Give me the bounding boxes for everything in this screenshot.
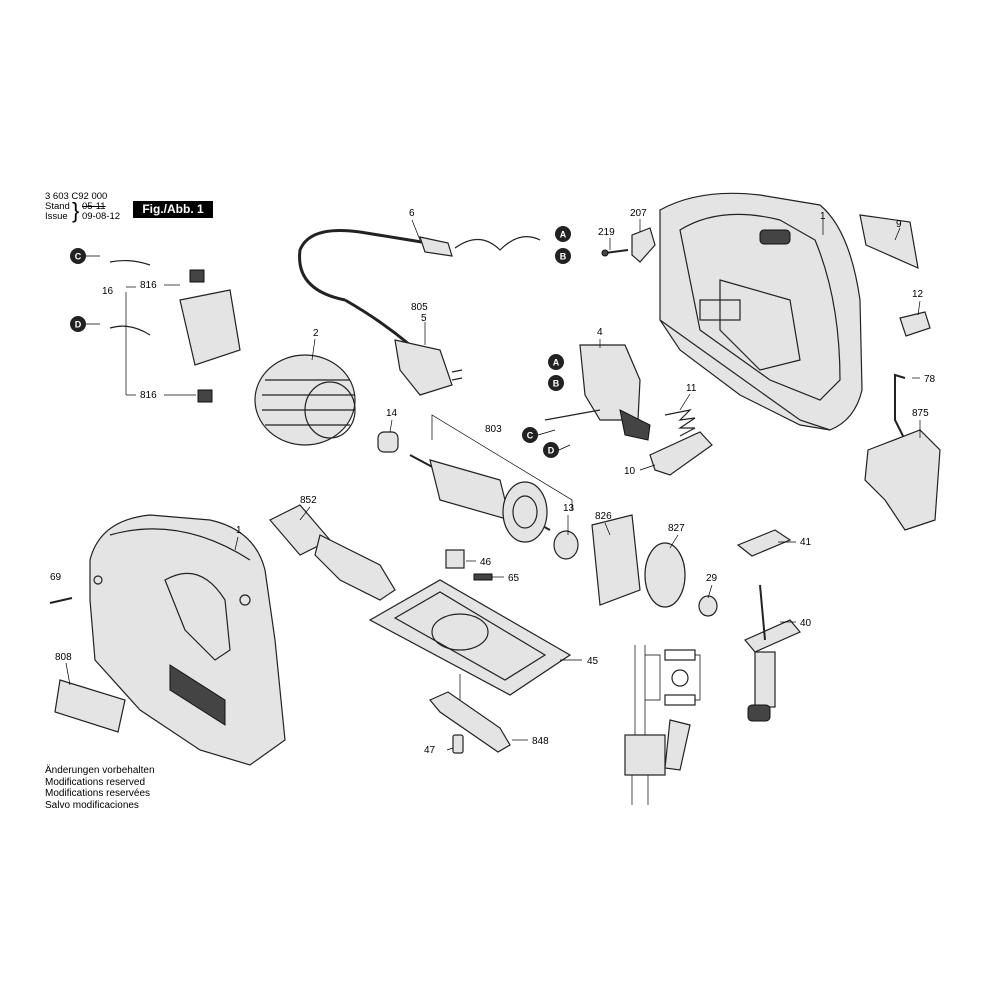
housing-half-drawing [659, 192, 863, 431]
part-label-805: 805 [411, 302, 428, 313]
screw-69-drawing [49, 597, 73, 604]
part-label-803: 803 [485, 424, 502, 435]
part-label-13: 13 [563, 503, 575, 514]
part-label-816b: 816 [140, 390, 157, 401]
part-label-16: 16 [102, 286, 114, 297]
svg-text:C: C [527, 431, 534, 441]
part-label-808: 808 [55, 652, 72, 663]
power-cable-drawing [298, 228, 541, 396]
dust-extraction-tube-drawing [269, 504, 396, 601]
part-label-4: 4 [597, 327, 603, 338]
note-en: Modifications reserved [45, 776, 146, 788]
part-label-47: 47 [424, 745, 436, 756]
label-808-drawing [54, 679, 126, 733]
stand-label: Stand [45, 201, 70, 212]
brace-symbol: } [72, 198, 80, 223]
connector-c-switch: C [522, 427, 538, 443]
bearing-13-drawing [553, 530, 579, 560]
svg-text:A: A [553, 358, 560, 368]
label-plate-drawing [859, 214, 919, 270]
base-plate-drawing [368, 579, 572, 696]
figure-label: Fig./Abb. 1 [133, 201, 213, 218]
bearing-14-drawing [377, 431, 399, 453]
part-label-46: 46 [480, 557, 492, 568]
svg-text:B: B [553, 379, 560, 389]
clip-207-drawing [631, 227, 656, 263]
switch-drawing [544, 344, 651, 441]
gear-827-drawing [644, 542, 686, 608]
part-label-14: 14 [386, 408, 398, 419]
note-de: Änderungen vorbehalten [45, 765, 155, 776]
svg-text:C: C [75, 252, 82, 262]
guide-41-drawing [736, 529, 792, 557]
stator-drawing [254, 354, 356, 446]
part-label-848: 848 [532, 736, 549, 747]
bearing-29-drawing [698, 595, 718, 617]
connector-b-cable: B [555, 248, 571, 264]
part-label-12: 12 [912, 289, 924, 300]
part-label-207: 207 [630, 208, 647, 219]
nut-46-drawing [445, 549, 465, 569]
part-label-65: 65 [508, 573, 520, 584]
part-label-1b: 1 [236, 525, 242, 536]
note-fr: Modifications reservées [45, 788, 151, 799]
screw-47-drawing [452, 734, 464, 754]
part-label-826: 826 [595, 511, 612, 522]
stand-date: 05-11 [82, 201, 106, 212]
part-label-10: 10 [624, 466, 636, 477]
part-label-11: 11 [686, 383, 697, 394]
connector-markers: A B A B C D C D [70, 226, 571, 458]
part-label-45: 45 [587, 656, 599, 667]
svg-text:A: A [560, 230, 567, 240]
connector-d-brush: D [70, 316, 86, 332]
part-label-29: 29 [706, 573, 718, 584]
connector-a-switch: A [548, 354, 564, 370]
plunger-40-drawing [744, 584, 801, 722]
connector-c-brush: C [70, 248, 86, 264]
article-number: 3 603 C92 000 [45, 191, 108, 202]
svg-text:D: D [75, 320, 82, 330]
part-label-1a: 1 [820, 211, 826, 222]
part-label-219: 219 [598, 227, 615, 238]
cap-12-drawing [899, 311, 931, 337]
issue-date: 09-08-12 [82, 211, 121, 222]
lock-button-drawing [649, 431, 713, 476]
armature-drawing [409, 414, 573, 543]
part-label-69: 69 [50, 572, 62, 583]
spring-drawing [664, 409, 696, 437]
part-label-2: 2 [313, 328, 319, 339]
part-label-40: 40 [800, 618, 812, 629]
modification-notes: Änderungen vorbehalten Modifications res… [45, 765, 155, 811]
part-label-827: 827 [668, 523, 685, 534]
part-label-6: 6 [409, 208, 415, 219]
part-label-9: 9 [896, 219, 902, 230]
wiring-schematic [624, 645, 701, 805]
part-number-labels: 1 9 12 78 875 207 219 4 11 10 6 805 5 2 … [50, 208, 936, 756]
connector-d-switch: D [543, 442, 559, 458]
svg-text:B: B [560, 252, 567, 262]
connector-b-switch: B [548, 375, 564, 391]
lever-848-drawing [429, 691, 511, 753]
part-label-852: 852 [300, 495, 317, 506]
bearing-plate-drawing [591, 514, 641, 606]
part-label-816a: 816 [140, 280, 157, 291]
part-label-5: 5 [421, 313, 427, 324]
brush-holder-drawing [109, 259, 241, 403]
jigsaw-housing-drawing [89, 514, 286, 766]
part-label-875: 875 [912, 408, 929, 419]
part-label-78: 78 [924, 374, 936, 385]
connector-a-cable: A [555, 226, 571, 242]
svg-text:D: D [548, 446, 555, 456]
screw-219-drawing [601, 249, 629, 257]
guard-875-drawing [864, 429, 941, 531]
note-es: Salvo modificaciones [45, 799, 139, 811]
issue-label: Issue [45, 211, 68, 222]
leader-lines [65, 219, 921, 751]
hex-key-drawing [894, 373, 906, 441]
pin-65-drawing [473, 573, 493, 581]
part-label-41: 41 [800, 537, 812, 548]
